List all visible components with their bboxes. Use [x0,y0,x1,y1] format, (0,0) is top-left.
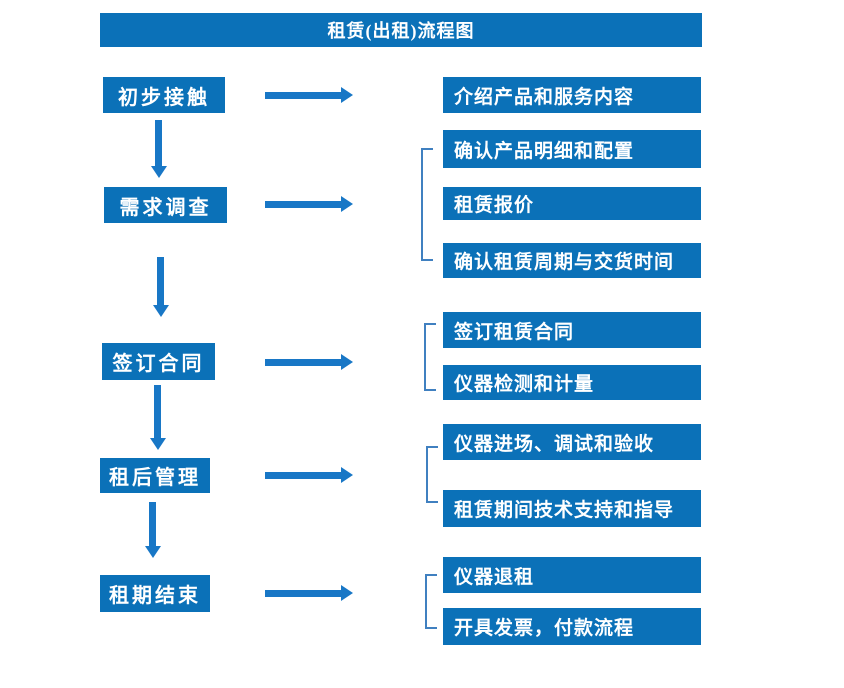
output-box-4-2: 租赁期间技术支持和指导 [443,490,701,527]
arrow-down-icon [153,257,169,317]
output-box-5-1: 仪器退租 [443,557,701,593]
arrow-right-icon [265,196,353,212]
arrow-right-icon [265,354,353,370]
output-box-1-1: 介绍产品和服务内容 [443,77,701,113]
group-bracket-5 [425,574,437,629]
step-box-2: 需求调查 [104,187,227,223]
group-bracket-4 [426,446,438,503]
output-box-2-2: 租赁报价 [443,187,701,220]
title-bar: 租赁(出租)流程图 [100,13,702,47]
arrow-right-icon [265,467,353,483]
output-box-5-2: 开具发票，付款流程 [443,608,701,645]
arrow-down-icon [150,385,166,450]
group-bracket-3 [424,323,436,391]
output-box-2-3: 确认租赁周期与交货时间 [443,243,701,278]
step-box-3: 签订合同 [102,343,215,380]
arrow-right-icon [265,87,353,103]
group-bracket-2 [421,148,433,261]
output-box-3-2: 仪器检测和计量 [443,365,701,400]
output-box-3-1: 签订租赁合同 [443,312,701,348]
arrow-right-icon [265,585,353,601]
output-box-2-1: 确认产品明细和配置 [443,130,701,168]
arrow-down-icon [145,502,161,558]
step-box-1: 初步接触 [103,77,225,113]
output-box-4-1: 仪器进场、调试和验收 [443,424,701,460]
arrow-down-icon [151,120,167,178]
step-box-5: 租期结束 [100,575,210,612]
step-box-4: 租后管理 [100,458,210,493]
page-title: 租赁(出租)流程图 [327,21,475,41]
